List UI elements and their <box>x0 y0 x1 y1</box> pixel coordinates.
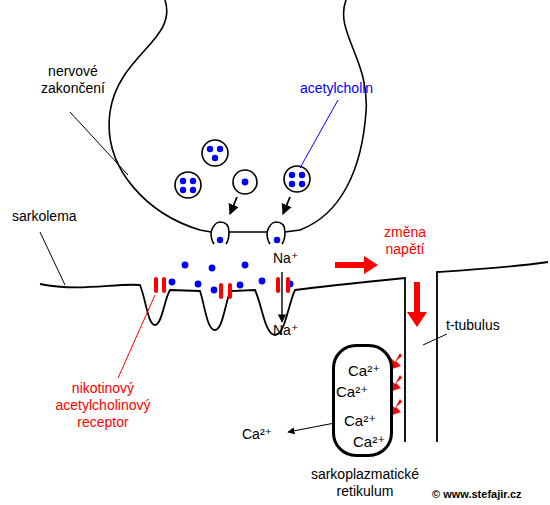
nerve-terminal <box>109 0 366 232</box>
receptor-symbol <box>154 277 290 299</box>
sodium-arrow <box>281 272 282 322</box>
vesicle-group <box>175 140 310 198</box>
leader-line <box>423 334 447 345</box>
acetylcholine-dots <box>169 146 306 294</box>
vesicle <box>202 140 228 166</box>
ion-label: Ca²⁺ <box>336 383 381 400</box>
ion-label: Ca²⁺ <box>344 412 389 429</box>
release-arrow <box>230 197 237 214</box>
part-label: t-tubulus <box>446 317 536 334</box>
part-label: Na⁺ <box>273 322 303 339</box>
node-heading: sarkoplazmatické retikulum <box>295 466 435 500</box>
part-label: © www.stefajir.cz <box>432 486 550 503</box>
leader-line <box>40 232 65 285</box>
fused-vesicle <box>211 222 229 244</box>
ion-label: Ca²⁺ <box>348 362 393 379</box>
vesicle <box>175 172 201 198</box>
part-label: nikotinový acetylcholinový receptor <box>38 380 168 431</box>
vesicle <box>233 170 257 194</box>
sarcolemma <box>437 262 548 442</box>
part-label: Ca²⁺ <box>242 426 287 443</box>
part-label: nervové zakončení <box>28 63 118 97</box>
release-arrow <box>283 197 290 214</box>
part-label: sarkolema <box>12 208 92 225</box>
leader-line <box>70 112 128 175</box>
vesicle <box>284 166 310 192</box>
part-label: Na⁺ <box>273 250 303 267</box>
leader-line <box>300 100 338 168</box>
ion-label: Ca²⁺ <box>353 433 398 450</box>
part-label: acetylcholin <box>300 80 400 97</box>
leader-line <box>118 295 155 378</box>
fused-vesicle <box>267 222 285 244</box>
reticulum-node: Ca²⁺ Ca²⁺ Ca²⁺ Ca²⁺ sarkoplazmatické retikul… <box>295 342 435 504</box>
part-label: změna napětí <box>375 224 435 258</box>
